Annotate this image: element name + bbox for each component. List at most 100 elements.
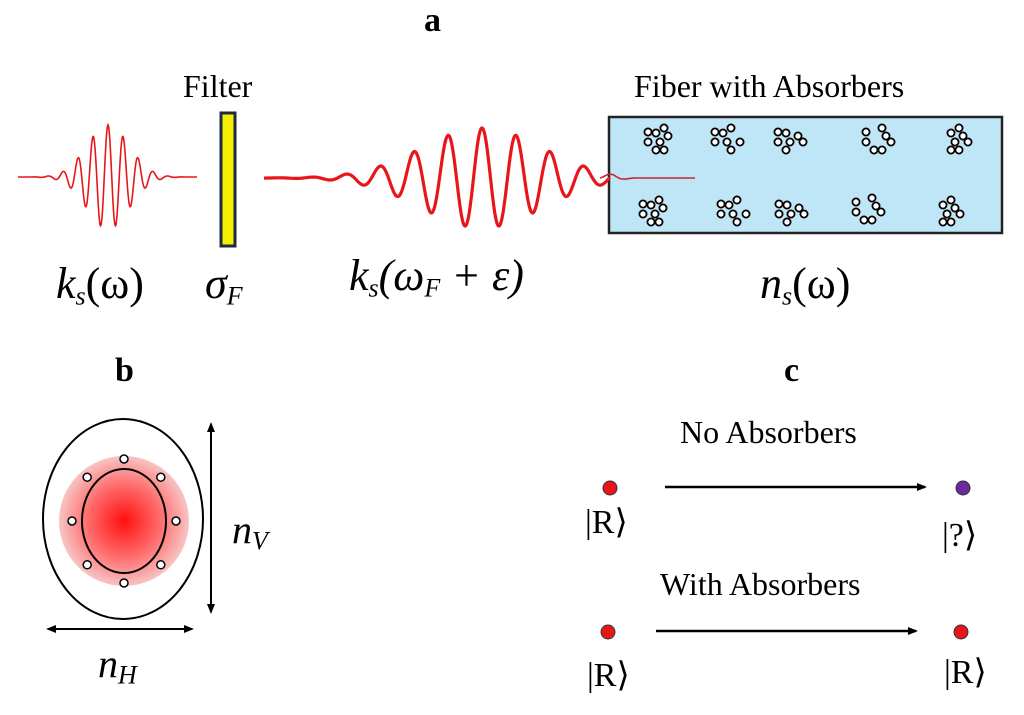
filter-caption: Filter [183,68,253,104]
absorber-particle [963,137,973,147]
absorber-particle [781,145,791,155]
subscript: V [252,526,268,556]
subscript: H [118,660,137,690]
absorber-particle [950,137,960,147]
absorber-particle [716,199,726,209]
absorber-particle [654,217,664,227]
panel-label-b: b [115,352,134,389]
absorber-particle [774,209,784,219]
absorber-particle [651,128,661,138]
core-absorber-dot [119,578,129,588]
absorber-particle [886,137,896,147]
absorber-particle [735,137,745,147]
absorber-particle [799,209,809,219]
mode-intensity-halo [59,456,189,586]
final-state-label-with-absorbers: |R⟩ [944,654,987,691]
core-absorber-dots [67,454,181,588]
subscript: F [226,281,243,311]
absorber-particle [773,127,783,137]
absorber-particle [724,200,734,210]
core-absorber-dot [156,560,166,570]
absorber-particle [946,128,956,138]
absorber-particle [773,137,783,147]
absorber-particle [877,145,887,155]
absorber-particle [646,217,656,227]
absorber-particle [851,207,861,217]
absorber-particle [732,217,742,227]
absorber-particle [638,199,648,209]
absorber-particle [732,195,742,205]
filtered-pulse-wave [264,126,612,228]
subscript: s [368,273,379,303]
absorber-particle [651,145,661,155]
core-absorber-dot [156,472,166,482]
caption-with-absorbers: With Absorbers [660,566,861,602]
absorber-particle [658,203,668,213]
caption-no-absorbers: No Absorbers [680,414,857,450]
filtered-pulse-label: ks(ωF + ε) [349,250,524,304]
absorber-particle [794,203,804,213]
absorber-particle [638,209,648,219]
initial-state-dot-with-absorbers [600,624,616,640]
vertical-axis-label: nV [232,506,268,557]
initial-state-label-with-absorbers: |R⟩ [587,657,630,694]
absorber-particle [851,197,861,207]
absorber-particle [938,200,948,210]
argument-close: + ε) [440,251,524,300]
absorber-particle [659,123,669,133]
fiber-caption: Fiber with Absorbers [634,68,905,104]
absorber-particle [726,123,736,133]
absorber-particle [955,209,965,219]
filter-bandwidth-label: σF [205,258,243,312]
absorber-particle [876,207,886,217]
absorber-particle [716,209,726,219]
subscript: s [782,281,793,311]
panel-label-a: a [424,2,441,39]
absorber-particle [946,217,956,227]
symbol: n [760,259,782,308]
absorber-particle [867,215,877,225]
core-absorber-dot [82,560,92,570]
argument: (ω) [85,259,144,308]
horizontal-axis-label: nH [98,640,137,691]
absorber-particle [859,215,869,225]
absorber-particle [798,137,808,147]
absorber-particle [710,127,720,137]
absorber-particle [871,201,881,211]
absorber-particle [786,209,796,219]
absorber-particle [659,145,669,155]
filter-element [219,111,237,248]
absorber-particle [954,123,964,133]
absorber-particle [958,131,968,141]
absorber-particle [718,128,728,138]
absorber-particle [782,200,792,210]
symbol: σ [205,259,227,308]
absorber-particle [650,209,660,219]
input-pulse-wave [18,122,197,228]
input-pulse-label: ks(ω) [56,258,144,312]
argument-subscript: F [424,273,441,303]
absorber-particle [942,209,952,219]
symbol: k [56,259,76,308]
absorber-particle [728,209,738,219]
absorber-particle [646,200,656,210]
final-state-label-no-absorbers: |?⟩ [942,517,978,554]
absorber-particle [867,193,877,203]
symbol: k [349,251,369,300]
absorber-particle [861,137,871,147]
panel-label-c: c [784,352,800,389]
absorber-particle [946,145,956,155]
absorber-particle [785,137,795,147]
argument-open: (ω [378,251,425,300]
subscript: s [75,281,86,311]
symbol: n [232,507,252,552]
initial-state-dot-no-absorbers [602,480,618,496]
absorber-particle [643,137,653,147]
absorber-particle [655,137,665,147]
absorber-particle [663,131,673,141]
absorber-clusters [638,123,973,227]
absorber-particle [861,127,871,137]
attenuated-pulse-in-fiber [599,173,695,180]
absorber-particle [938,217,948,227]
absorber-particle [781,128,791,138]
